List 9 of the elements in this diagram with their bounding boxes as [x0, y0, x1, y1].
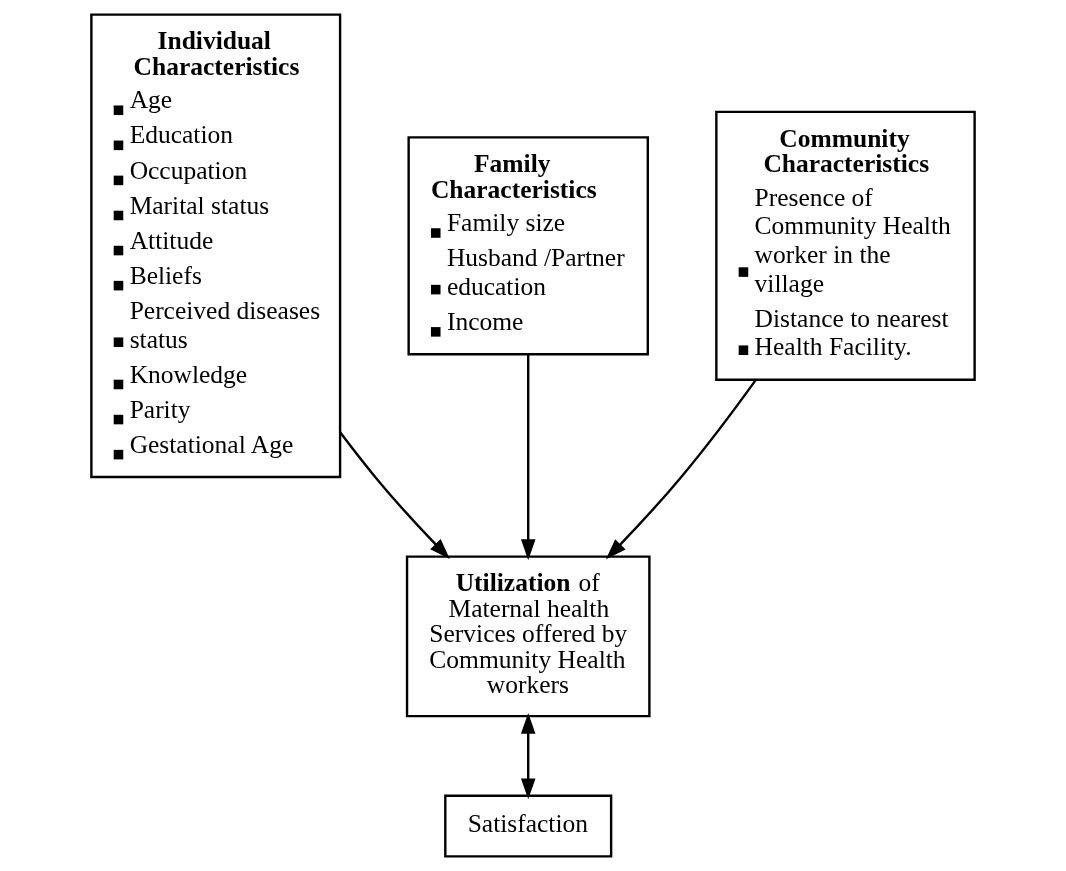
node-box: Family Characteristics Family size Husband /Partner education Income — [407, 136, 649, 356]
arrow — [520, 354, 536, 561]
arrow — [605, 379, 757, 560]
node-box: Utilization of Maternal health Services offered by Community Health workers — [405, 555, 651, 718]
node-box: Satisfaction — [444, 794, 613, 858]
arrow — [339, 431, 450, 560]
node-box: Individual Characteristics Age Education Occupation Marital status Attitude Beliefs Perceived diseases status Knowledge Parity Gestational Age — [90, 13, 342, 479]
arrow — [520, 712, 536, 800]
node-box: Community Characteristics Presence of Community Health worker in the village Distance to nearest Health Facility. — [715, 110, 976, 381]
